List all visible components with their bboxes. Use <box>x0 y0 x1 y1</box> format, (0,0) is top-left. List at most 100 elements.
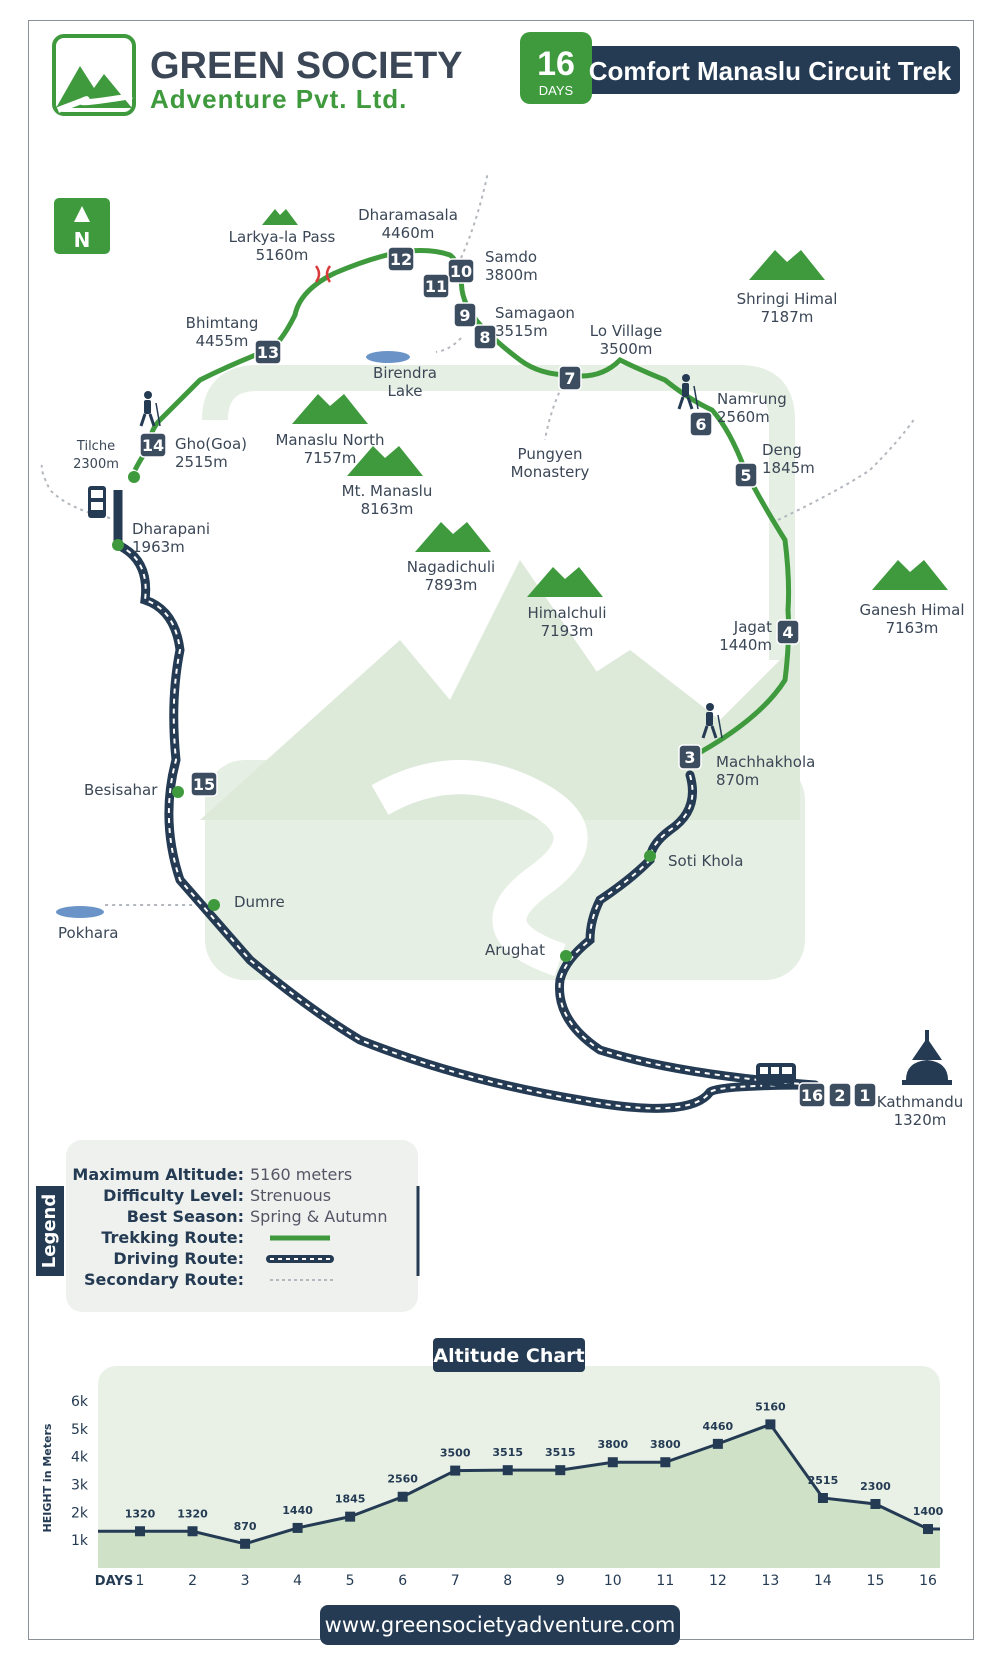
place-altitude: 5160m <box>256 246 309 264</box>
day-marker-2: 2 <box>828 1082 852 1108</box>
peak-altitude: 7157m <box>304 449 357 467</box>
place-altitude: 4460m <box>382 224 435 242</box>
peak-name: Himalchuli <box>527 604 606 622</box>
chart-x-tick: 9 <box>556 1573 565 1589</box>
place-altitude: 4455m <box>196 332 249 350</box>
day-marker-14: 14 <box>139 432 167 458</box>
north-compass: N <box>54 198 110 254</box>
chart-x-tick: 3 <box>241 1573 250 1589</box>
peak-name: Shringi Himal <box>737 290 838 308</box>
day-marker-10: 10 <box>447 258 475 284</box>
chart-point <box>397 1491 408 1502</box>
chart-point <box>135 1526 145 1537</box>
chart-y-tick: 5k <box>71 1422 89 1438</box>
mountain-icon <box>527 567 603 597</box>
mountain-icon <box>262 209 298 225</box>
day-marker-9: 9 <box>453 302 477 328</box>
peak-altitude: 7187m <box>761 308 814 326</box>
place-dumre: Dumre <box>234 893 285 911</box>
driving-routes <box>113 490 820 1113</box>
legend-secondary-label: Secondary Route: <box>84 1270 244 1289</box>
legend-max-alt-label: Maximum Altitude: <box>72 1165 244 1184</box>
chart-x-tick: 16 <box>919 1573 937 1589</box>
pass-icon <box>314 265 332 283</box>
day-marker-label: 14 <box>142 436 164 455</box>
day-marker-12: 12 <box>387 246 415 272</box>
day-marker-label: 1 <box>859 1086 870 1105</box>
day-marker-label: 8 <box>479 328 490 347</box>
chart-point <box>555 1465 566 1476</box>
place-gho: Gho(Goa)2515m <box>175 435 247 471</box>
chart-data-label: 1845 <box>335 1493 366 1506</box>
day-marker-label: 12 <box>390 250 412 269</box>
brand-name-line1: GREEN SOCIETY <box>150 45 463 87</box>
chart-data-label: 2300 <box>860 1480 891 1493</box>
day-marker-label: 11 <box>425 277 447 296</box>
peak-altitude: 8163m <box>361 500 414 518</box>
place-name: Deng <box>762 441 802 459</box>
day-marker-label: 2 <box>834 1086 845 1105</box>
chart-y-tick: 3k <box>71 1478 89 1494</box>
chart-data-label: 3800 <box>597 1438 628 1451</box>
place-altitude: 3500m <box>600 340 653 358</box>
place-pokhara: Pokhara <box>58 924 118 942</box>
chart-y-tick: 6k <box>71 1394 89 1410</box>
chart-point <box>450 1465 461 1476</box>
legend-season-label: Best Season: <box>127 1207 244 1226</box>
place-arughat: Arughat <box>485 941 545 959</box>
chart-y-tick: 1k <box>71 1533 89 1549</box>
chart-y-tick: 4k <box>71 1450 89 1466</box>
day-marker-15: 15 <box>190 771 218 797</box>
trip-title-banner: 16 DAYS Comfort Manaslu Circuit Trek <box>520 32 960 104</box>
day-marker-8: 8 <box>473 324 497 350</box>
chart-line <box>98 1422 940 1546</box>
chart-area <box>98 1424 940 1568</box>
brand-name-line2: Adventure Pvt. Ltd. <box>150 84 407 114</box>
place-name: Dharapani <box>132 520 210 538</box>
chart-point <box>345 1511 356 1522</box>
legend-difficulty-label: Difficulty Level: <box>103 1186 244 1205</box>
day-marker-label: 5 <box>740 466 751 485</box>
day-marker-1: 1 <box>853 1082 877 1108</box>
background-watermark <box>200 365 805 980</box>
peak-altitude: 7163m <box>886 619 939 637</box>
chart-point <box>187 1526 198 1537</box>
place-name: Bhimtang <box>186 314 259 332</box>
footer-website-bar[interactable]: www.greensocietyadventure.com <box>320 1605 680 1645</box>
place-altitude: 3800m <box>485 266 538 284</box>
chart-data-label: 3515 <box>492 1446 523 1459</box>
footer-website[interactable]: www.greensocietyadventure.com <box>325 1613 676 1637</box>
place-altitude: Monastery <box>511 463 590 481</box>
place-name: Machhakhola <box>716 753 815 771</box>
place-name: Namrung <box>717 390 787 408</box>
chart-point <box>765 1419 776 1430</box>
mountain-icon <box>292 394 368 424</box>
chart-point <box>292 1522 303 1533</box>
chart-data-label: 2515 <box>808 1474 839 1487</box>
chart-x-tick: 2 <box>188 1573 197 1589</box>
day-marker-label: 16 <box>801 1086 823 1105</box>
chart-data-label: 1320 <box>125 1507 156 1520</box>
mountain-icon <box>347 446 423 476</box>
place-altitude: Lake <box>388 382 423 400</box>
mountain-icon <box>872 560 948 590</box>
place-name: Pokhara <box>58 924 118 942</box>
place-name: Jagat <box>733 618 772 636</box>
place-name: Gho(Goa) <box>175 435 247 453</box>
trip-days-label: DAYS <box>539 83 574 98</box>
chart-ylabel: HEIGHT in Meters <box>41 1423 54 1532</box>
place-name: Larkya-la Pass <box>229 228 336 246</box>
chart-x-tick: 5 <box>346 1573 355 1589</box>
day-marker-16: 16 <box>798 1082 826 1108</box>
day-marker-label: 7 <box>564 369 575 388</box>
